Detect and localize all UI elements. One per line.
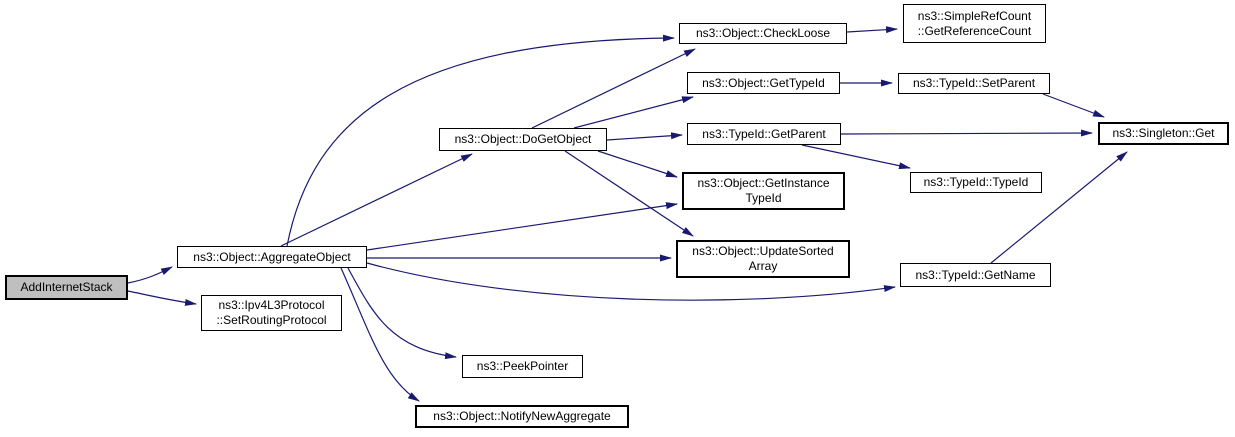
node-type-id-constructor[interactable]: ns3::TypeId::TypeId — [910, 172, 1042, 193]
edge-aggregate-object-to-do-get-object — [280, 153, 473, 247]
edge-do-get-object-to-get-type-id — [573, 96, 694, 129]
edge-do-get-object-to-check-loose — [531, 48, 696, 129]
node-get-parent[interactable]: ns3::TypeId::GetParent — [687, 123, 841, 145]
edge-aggregate-object-to-notify-new-aggregate — [340, 267, 420, 402]
edge-add-internet-stack-to-set-routing-protocol — [127, 290, 197, 306]
node-notify-new-aggregate[interactable]: ns3::Object::NotifyNewAggregate — [415, 405, 629, 428]
node-get-instance-type-id[interactable]: ns3::Object::GetInstance TypeId — [682, 172, 845, 210]
edge-do-get-object-to-get-parent — [606, 132, 683, 141]
node-get-reference-count[interactable]: ns3::SimpleRefCount ::GetReferenceCount — [903, 4, 1046, 43]
node-update-sorted-array[interactable]: ns3::Object::UpdateSorted Array — [676, 240, 850, 278]
node-aggregate-object[interactable]: ns3::Object::AggregateObject — [177, 246, 367, 268]
node-do-get-object[interactable]: ns3::Object::DoGetObject — [439, 128, 607, 151]
edge-aggregate-object-to-peek-pointer — [347, 267, 457, 360]
node-set-parent[interactable]: ns3::TypeId::SetParent — [898, 73, 1050, 94]
edge-aggregate-object-to-check-loose — [286, 34, 675, 247]
node-check-loose[interactable]: ns3::Object::CheckLoose — [679, 23, 847, 44]
node-get-name[interactable]: ns3::TypeId::GetName — [900, 263, 1051, 287]
edge-get-parent-to-type-id-constructor — [801, 144, 911, 170]
edge-do-get-object-to-update-sorted-array — [564, 150, 694, 237]
edge-get-parent-to-singleton-get — [840, 129, 1093, 137]
node-get-type-id[interactable]: ns3::Object::GetTypeId — [687, 72, 840, 94]
edge-aggregate-object-to-get-instance-type-id — [366, 202, 678, 251]
node-add-internet-stack: AddInternetStack — [5, 275, 128, 300]
edge-aggregate-object-to-get-name — [366, 262, 896, 301]
edge-add-internet-stack-to-aggregate-object — [127, 266, 173, 284]
node-peek-pointer[interactable]: ns3::PeekPointer — [462, 355, 583, 378]
edge-get-name-to-singleton-get — [990, 151, 1128, 264]
node-set-routing-protocol[interactable]: ns3::Ipv4L3Protocol ::SetRoutingProtocol — [201, 295, 342, 331]
edge-check-loose-to-get-reference-count — [846, 26, 898, 34]
edge-do-get-object-to-get-instance-type-id — [597, 150, 678, 178]
node-singleton-get[interactable]: ns3::Singleton::Get — [1098, 122, 1229, 145]
edge-set-parent-to-singleton-get — [1042, 93, 1105, 118]
